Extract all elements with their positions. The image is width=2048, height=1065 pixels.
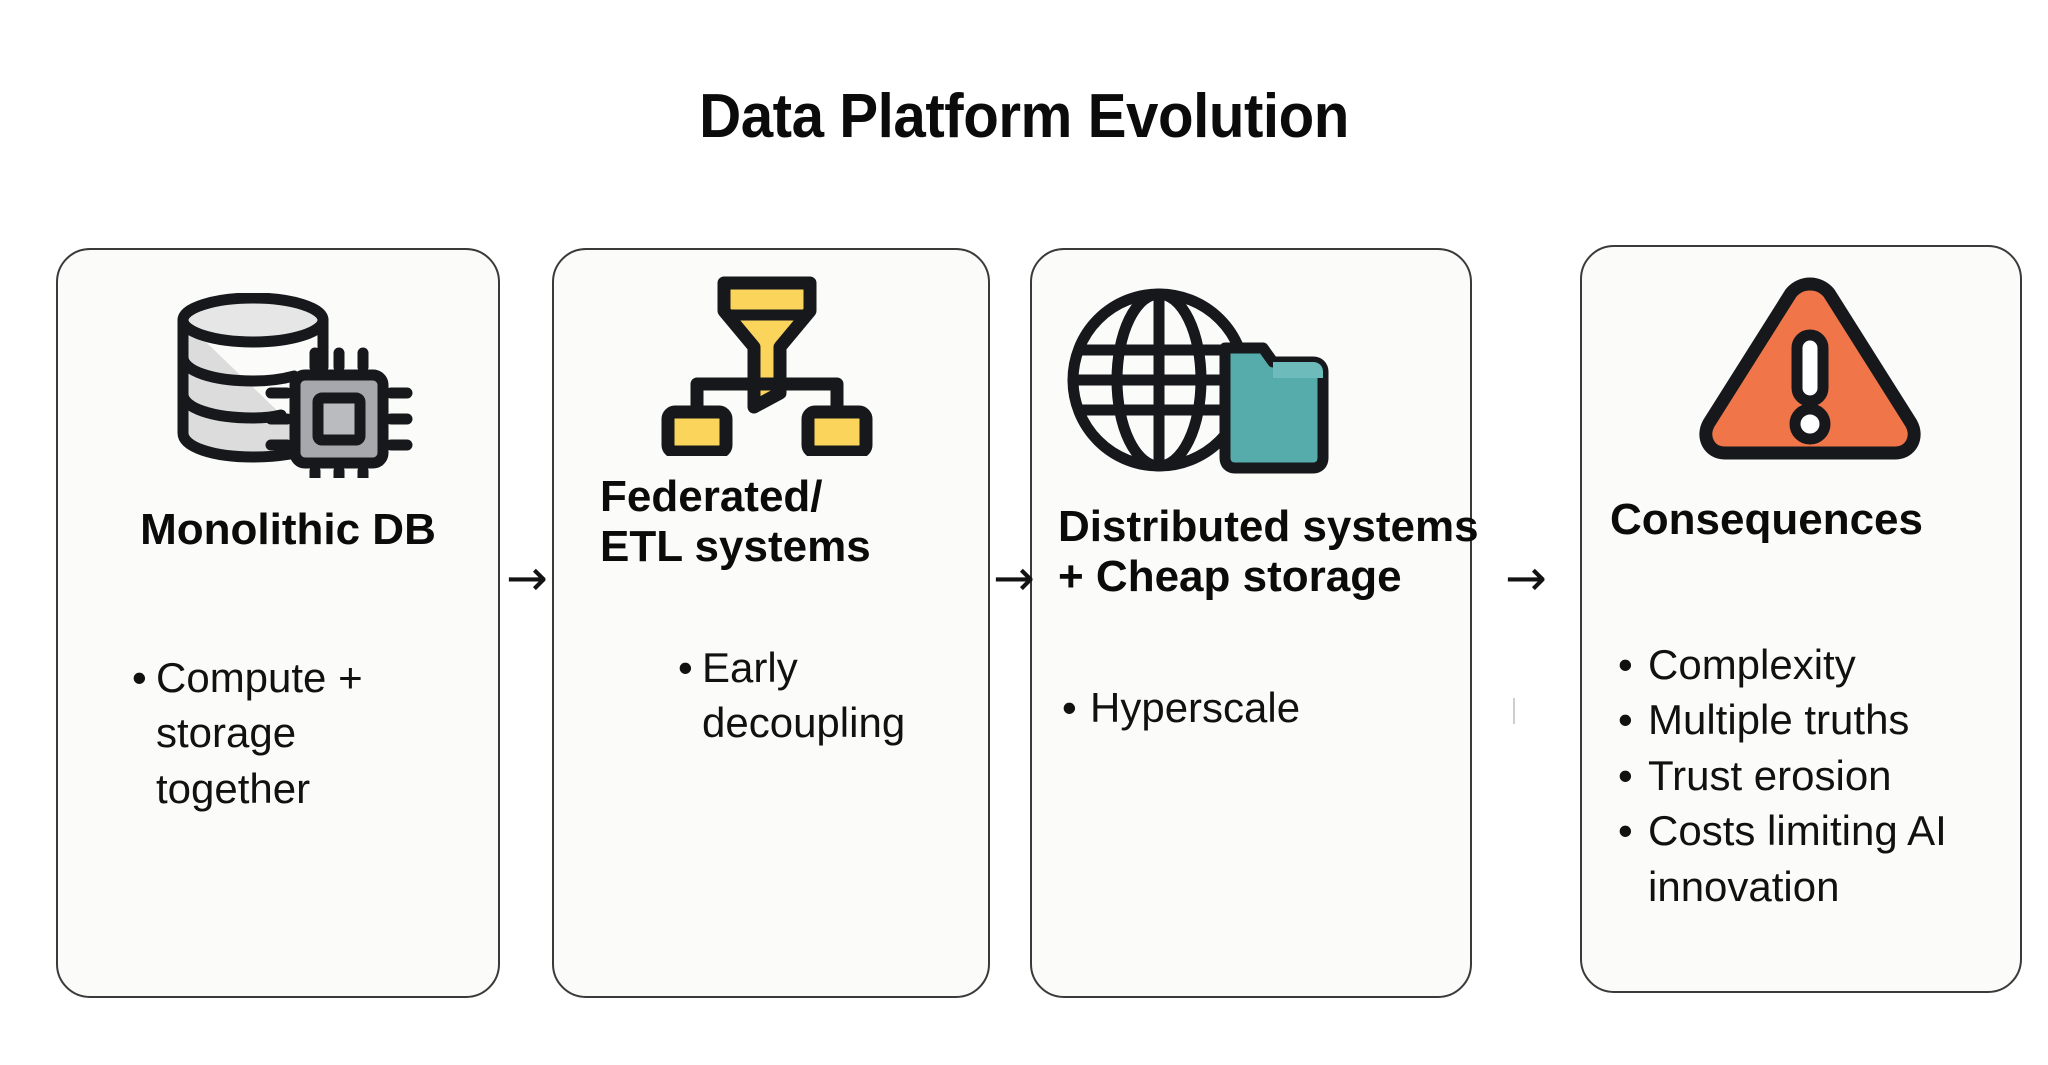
list-item: Hyperscale xyxy=(1056,680,1456,736)
database-chip-icon xyxy=(158,290,418,480)
stage-card-federated-etl[interactable]: Federated/ ETL systems Early decoupling xyxy=(552,248,990,998)
stage-card-distributed-systems[interactable]: Distributed systems + Cheap storage Hype… xyxy=(1030,248,1479,998)
etl-funnel-icon xyxy=(642,268,892,458)
stage-card-monolithic-db[interactable]: Monolithic DB Compute + storage together xyxy=(56,248,500,998)
card-bullet-list: Early decoupling xyxy=(672,640,972,751)
card-title: Federated/ ETL systems xyxy=(600,472,871,572)
card-bullet-list: Complexity Multiple truths Trust erosion… xyxy=(1612,637,2032,914)
list-item: Multiple truths xyxy=(1612,692,2032,748)
flow-arrow-icon: → xyxy=(506,549,548,607)
list-item: Compute + storage together xyxy=(126,650,456,816)
card-bullet-list: Compute + storage together xyxy=(126,650,456,816)
flow-arrow-icon: → xyxy=(993,549,1035,607)
card-bullet-list: Hyperscale xyxy=(1056,680,1456,736)
render-artifact xyxy=(1513,698,1515,724)
list-item: Trust erosion xyxy=(1612,748,2032,804)
list-item: Costs limiting AI innovation xyxy=(1612,803,2032,914)
card-title: Distributed systems + Cheap storage xyxy=(1058,502,1479,602)
card-title: Consequences xyxy=(1610,495,1923,544)
warning-triangle-icon xyxy=(1690,277,1930,462)
globe-folder-icon xyxy=(1064,280,1334,480)
stage-card-consequences[interactable]: Consequences Complexity Multiple truths … xyxy=(1580,245,2022,993)
card-title: Monolithic DB xyxy=(140,505,436,554)
flow-arrow-icon: → xyxy=(1505,549,1547,607)
list-item: Early decoupling xyxy=(672,640,972,751)
list-item: Complexity xyxy=(1612,637,2032,693)
page-title: Data Platform Evolution xyxy=(699,82,1349,151)
